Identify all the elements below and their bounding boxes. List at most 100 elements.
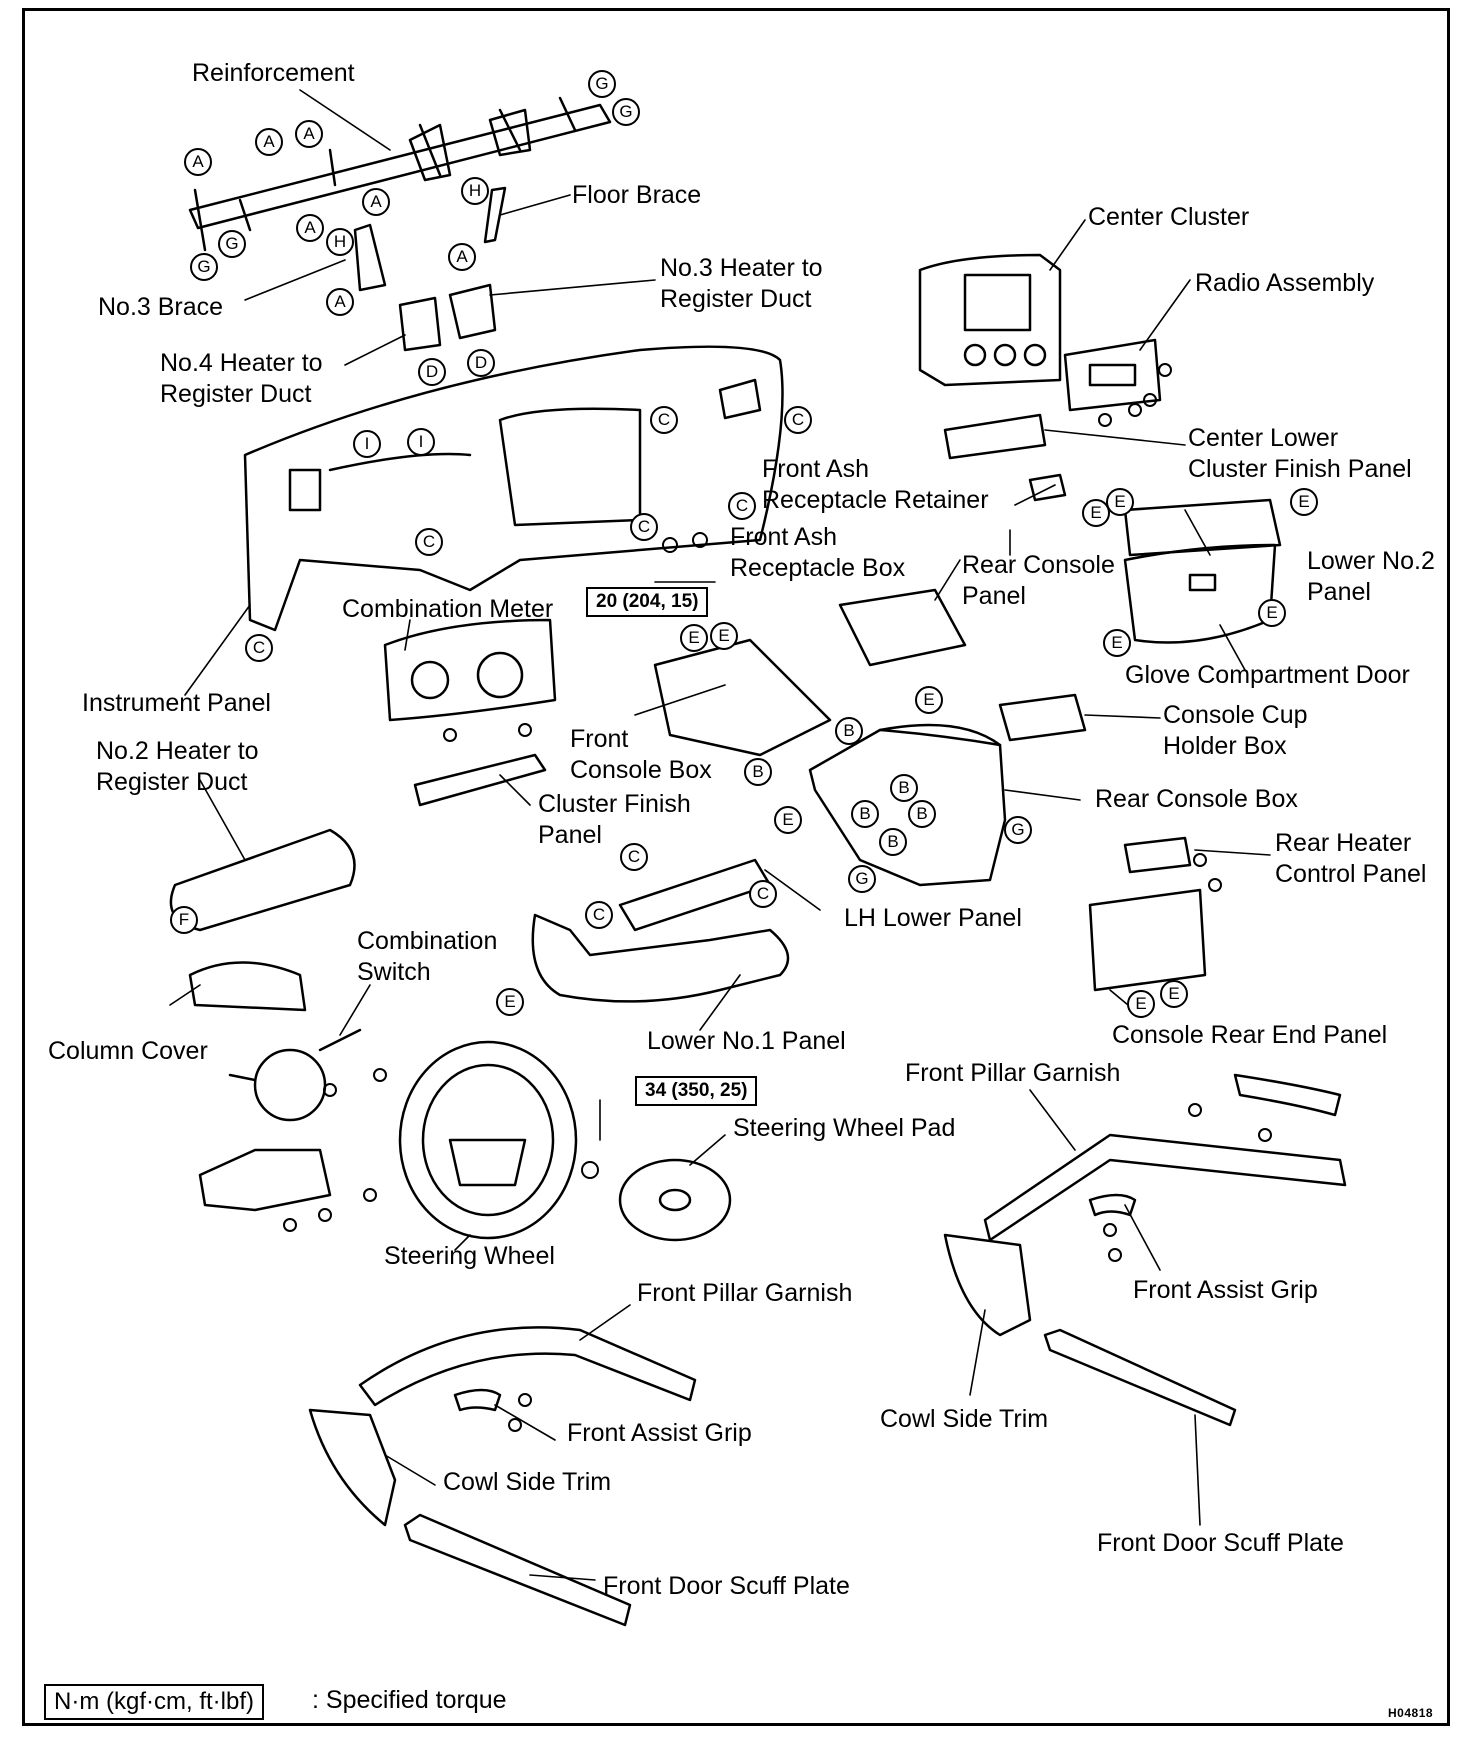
clip-marker-c: C [415,528,443,556]
clip-marker-c: C [585,901,613,929]
label-center-cluster: Center Cluster [1088,203,1250,231]
label-front-assist-grip-right: Front Assist Grip [1133,1276,1318,1304]
label-no4-heater-duct: No.4 Heater to Register Duct [160,349,323,408]
steering-wheel-part [398,1040,578,1240]
no3-brace-part [353,223,387,292]
clip-marker-b: B [835,717,863,745]
clip-marker-e: E [1160,980,1188,1008]
clip-marker-a: A [326,288,354,316]
label-cowl-side-trim-right: Cowl Side Trim [880,1405,1049,1433]
label-cowl-side-trim-left: Cowl Side Trim [443,1468,612,1496]
clip-marker-g: G [848,865,876,893]
label-instrument-panel: Instrument Panel [82,689,271,717]
cluster-finish-panel-part [413,753,547,807]
clip-marker-d: D [467,349,495,377]
label-lh-lower-panel: LH Lower Panel [844,904,1022,932]
clip-marker-e: E [496,988,524,1016]
clip-marker-c: C [630,513,658,541]
clip-marker-c: C [728,492,756,520]
clip-marker-i: I [353,430,381,458]
clip-marker-b: B [908,800,936,828]
clip-marker-c: C [650,406,678,434]
label-steering-wheel: Steering Wheel [384,1242,555,1270]
cowl-trim-left-part [308,1408,397,1527]
clip-marker-e: E [1290,488,1318,516]
clip-marker-g: G [588,70,616,98]
combination-switch-part [228,1028,362,1122]
clip-marker-h: H [461,177,489,205]
rear-console-panel-part [838,588,967,667]
rear-console-box-part [808,723,1007,887]
pillar-garnish-left-part [358,1326,697,1407]
clip-marker-a: A [362,188,390,216]
clip-marker-e: E [1103,629,1131,657]
label-rear-console-panel: Rear Console Panel [962,551,1115,610]
clip-marker-a: A [295,120,323,148]
label-no3-heater-duct: No.3 Heater to Register Duct [660,254,823,313]
clip-marker-a: A [255,128,283,156]
label-column-cover: Column Cover [48,1037,208,1065]
clip-marker-i: I [407,428,435,456]
clip-marker-e: E [1082,499,1110,527]
label-front-ash-retainer: Front Ash Receptacle Retainer [762,455,989,514]
lower-column-cover-part [198,1148,332,1212]
center-lower-cluster-part [943,413,1047,460]
clip-marker-f: F [170,906,198,934]
label-radio-assembly: Radio Assembly [1195,269,1375,297]
label-lower-no1-panel: Lower No.1 Panel [647,1027,846,1055]
lower-no1-panel-part [531,913,790,1003]
label-front-door-scuff-left: Front Door Scuff Plate [603,1572,850,1600]
clip-marker-e: E [915,686,943,714]
label-glove-compartment: Glove Compartment Door [1125,661,1410,689]
label-console-cup-holder: Console Cup Holder Box [1163,701,1308,760]
column-cover-part [188,961,307,1012]
label-no2-heater-duct: No.2 Heater to Register Duct [96,737,259,796]
clip-marker-a: A [296,214,324,242]
clip-marker-a: A [448,243,476,271]
clip-marker-b: B [851,800,879,828]
assist-grip-left-part [453,1388,502,1412]
clip-marker-e: E [774,806,802,834]
clip-marker-e: E [1127,990,1155,1018]
label-rear-heater-control: Rear Heater Control Panel [1275,829,1427,888]
label-front-ash-box: Front Ash Receptacle Box [730,523,906,582]
label-steering-wheel-pad: Steering Wheel Pad [733,1114,956,1142]
clip-marker-b: B [890,774,918,802]
clip-marker-c: C [620,843,648,871]
clip-marker-e: E [680,624,708,652]
clip-marker-b: B [879,828,907,856]
clip-marker-g: G [218,230,246,258]
label-combination-switch: Combination Switch [357,927,498,986]
torque-combination-meter: 20 (204, 15) [586,587,709,617]
assist-grip-right-part [1233,1073,1342,1117]
clip-marker-b: B [744,758,772,786]
clip-marker-g: G [1004,816,1032,844]
label-no3-brace: No.3 Brace [98,293,224,321]
glove-compartment-part [1123,543,1277,644]
ash-retainer-part [1028,473,1067,502]
clip-marker-c: C [749,880,777,908]
label-front-console-box: Front Console Box [570,725,712,784]
rear-heater-control-part [1123,836,1192,874]
label-front-door-scuff-right: Front Door Scuff Plate [1097,1529,1344,1557]
clip-marker-a: A [184,148,212,176]
torque-steering-wheel-nut: 34 (350, 25) [635,1076,758,1106]
combination-meter-part [383,618,557,722]
legend-unit-box: N·m (kgf·cm, ft·lbf) [44,1684,264,1720]
clip-marker-e: E [1258,599,1286,627]
scuff-plate-left-part [403,1513,632,1627]
lower-no2-panel-part [1123,498,1282,557]
instrument-panel-part [243,345,784,632]
label-floor-brace: Floor Brace [572,181,702,209]
console-rear-end-part [1088,888,1207,992]
scuff-plate-right-part [1043,1328,1237,1427]
clip-marker-g: G [190,253,218,281]
leader-lines [169,89,1271,1581]
radio-assembly-part [1063,338,1162,412]
floor-brace-part [483,186,507,244]
label-front-assist-grip-left: Front Assist Grip [567,1419,752,1447]
no4-duct-part [398,296,442,352]
center-cluster-part [918,253,1062,387]
label-cluster-finish-panel: Cluster Finish Panel [538,790,691,849]
